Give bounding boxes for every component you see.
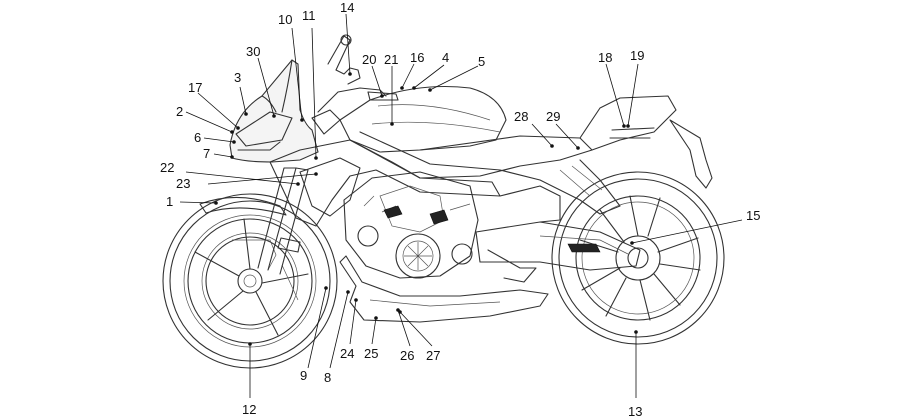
callout-16: 16 [410, 50, 424, 65]
callout-28: 28 [514, 109, 528, 124]
callout-27: 27 [426, 348, 440, 363]
callout-3: 3 [234, 70, 241, 85]
callout-7: 7 [203, 146, 210, 161]
callout-26: 26 [400, 348, 414, 363]
rear-wheel [551, 171, 725, 345]
handlebar-assembly [311, 34, 399, 135]
engine [343, 171, 479, 279]
callout-11: 11 [302, 8, 316, 23]
frame [349, 131, 621, 215]
callout-2: 2 [176, 104, 183, 119]
callout-labels: 1 2 3 4 5 6 7 8 9 10 11 12 13 14 15 16 1… [160, 0, 760, 419]
callout-29: 29 [546, 109, 560, 124]
callout-30: 30 [246, 44, 260, 59]
callout-21: 21 [384, 52, 398, 67]
callout-12: 12 [242, 402, 256, 417]
callout-19: 19 [630, 48, 644, 63]
callout-15: 15 [746, 208, 760, 223]
callout-22: 22 [160, 160, 174, 175]
front-wheel [162, 193, 338, 369]
belly-pan [339, 255, 549, 323]
callout-23: 23 [176, 176, 190, 191]
callout-13: 13 [628, 404, 642, 419]
callout-14: 14 [340, 0, 354, 15]
callout-20: 20 [362, 52, 376, 67]
callout-24: 24 [340, 346, 354, 361]
callout-18: 18 [598, 50, 612, 65]
swingarm [475, 185, 641, 283]
callout-5: 5 [478, 54, 485, 69]
callout-1: 1 [166, 194, 173, 209]
callout-17: 17 [188, 80, 202, 95]
callout-4: 4 [442, 50, 449, 65]
callout-8: 8 [324, 370, 331, 385]
callout-25: 25 [364, 346, 378, 361]
bodywork [269, 85, 713, 227]
leader-lines [179, 13, 743, 398]
motorcycle-illustration [162, 34, 725, 369]
front-fairing [229, 59, 319, 163]
callout-10: 10 [278, 12, 292, 27]
callout-6: 6 [194, 130, 201, 145]
callout-9: 9 [300, 368, 307, 383]
front-fork [199, 167, 309, 275]
callout-dots [214, 72, 638, 346]
